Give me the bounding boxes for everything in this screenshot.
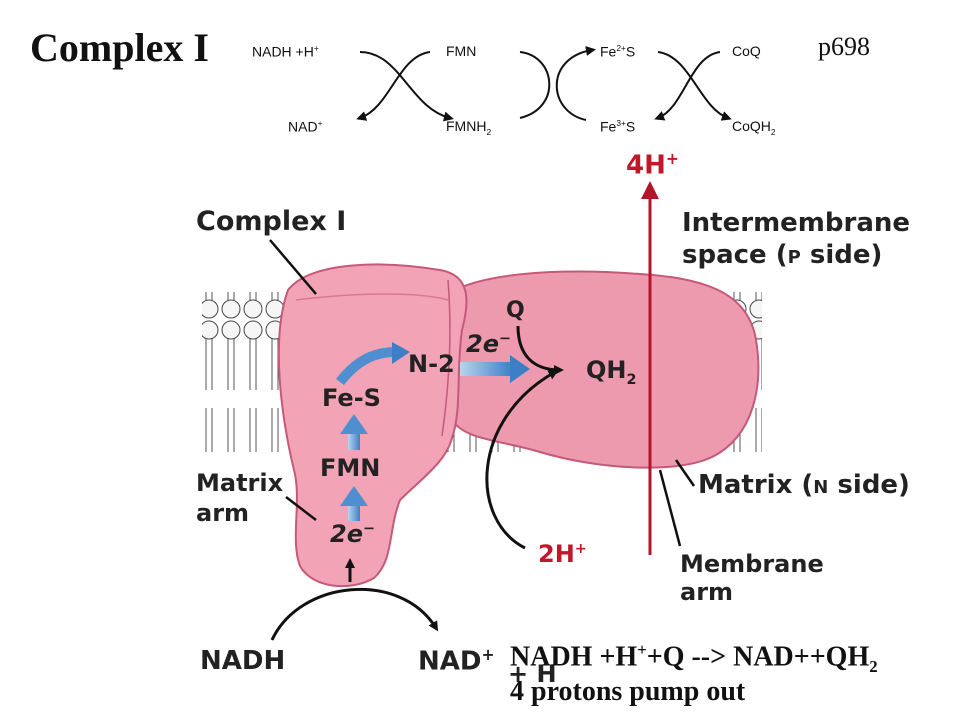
chain-nadh-label: NADH +H+ <box>252 43 319 60</box>
proton-summary: 4 protons pump out <box>510 676 746 707</box>
two-protons-label: 2H+ <box>538 540 587 568</box>
complex-pointer <box>269 239 317 295</box>
intermembrane-label-2: space (P side) <box>682 240 883 270</box>
electron-pair-top: 2e− <box>466 330 512 358</box>
membrane-arm-pointer <box>658 469 682 547</box>
chain-coqh2-label: CoQH2 <box>732 118 776 137</box>
electron-pair-bottom: 2e− <box>330 520 376 548</box>
matrix-side-pointer <box>674 459 696 487</box>
fe-s-label: Fe-S <box>322 384 381 412</box>
four-protons-label: 4H+ <box>626 150 679 181</box>
slide-title: Complex I <box>30 25 209 70</box>
matrix-side-label: Matrix (N side) <box>698 470 910 500</box>
nadh-oxidation-arrow <box>270 587 439 641</box>
chain-fmn-label: FMN <box>446 43 477 59</box>
redox-arrow <box>519 51 551 119</box>
proton-uptake-arrow <box>485 370 559 550</box>
redox-arrow <box>359 51 454 122</box>
subunit-seam <box>295 293 449 301</box>
redox-arrow <box>657 51 732 121</box>
electron-arrow-head <box>340 486 368 506</box>
subunit-seam <box>441 279 451 437</box>
electron-arrow-head <box>392 342 410 364</box>
chain-fmnh2-label: FMNH2 <box>446 118 492 137</box>
electron-arrow <box>336 347 397 386</box>
n2-label: N-2 <box>408 350 455 378</box>
redox-arrow <box>555 46 596 121</box>
qh2-label: QH2 <box>586 356 637 388</box>
electron-arrow-head <box>340 414 368 434</box>
matrix-arm-pointer <box>285 496 317 521</box>
redox-arrow <box>654 51 721 121</box>
electron-arrow <box>348 432 360 450</box>
membrane-arm-protein <box>438 270 760 469</box>
page-reference: p698 <box>818 32 870 61</box>
nadh-label: NADH <box>200 646 286 676</box>
nad-label: NAD+ <box>418 646 495 677</box>
q-reduction-arrow <box>516 325 564 375</box>
intermembrane-label: Intermembrane <box>682 208 911 238</box>
complex-label: Complex I <box>196 206 347 237</box>
chain-fe2-label: Fe2+S <box>600 43 636 60</box>
q-label: Q <box>506 298 525 323</box>
redox-arrow <box>356 51 431 121</box>
h-plus-label: + H <box>508 660 557 688</box>
electron-arrow-head <box>510 355 530 383</box>
electron-arrow <box>348 505 360 521</box>
matrix-arm-protein <box>277 263 468 588</box>
fmn-label: FMN <box>320 454 381 482</box>
chain-coq-label: CoQ <box>732 43 761 59</box>
chain-nad-label: NAD+ <box>288 118 323 135</box>
chain-fe3-label: Fe3+S <box>600 118 636 135</box>
electron-arrow <box>460 362 512 376</box>
reaction-equation: NADH +H++Q --> NAD++QH2 <box>510 640 878 676</box>
